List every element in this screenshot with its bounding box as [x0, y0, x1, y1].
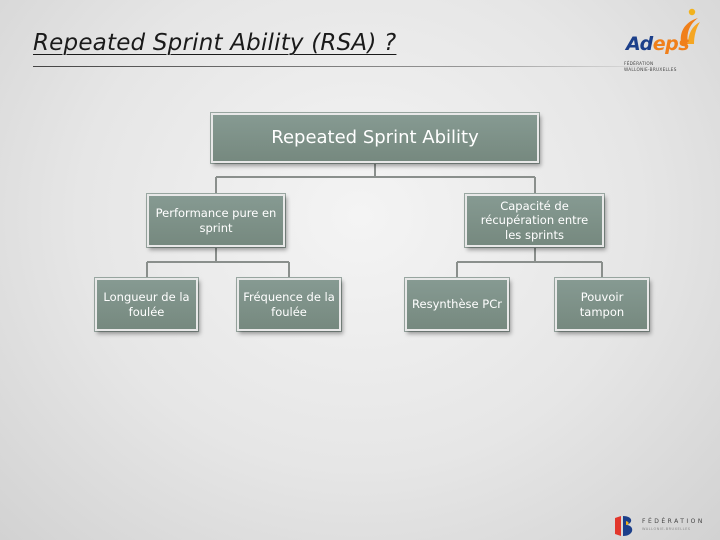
federation-mark-icon: [615, 516, 633, 536]
node-capacite-recuperation: Capacité de récupération entre les sprin…: [465, 194, 604, 247]
node-longueur-foulee: Longueur de la foulée: [95, 278, 198, 331]
node-resynthese-pcr: Resynthèse PCr: [405, 278, 509, 331]
node-frequence-foulee: Fréquence de la foulée: [237, 278, 341, 331]
node-pouvoir-tampon: Pouvoir tampon: [555, 278, 649, 331]
adeps-wordmark: Adeps: [626, 33, 690, 55]
slide-title: Repeated Sprint Ability (RSA) ?: [33, 30, 397, 56]
adeps-logo: Adeps FÉDÉRATION WALLONIE-BRUXELLES: [622, 6, 708, 72]
adeps-subline-2: WALLONIE-BRUXELLES: [624, 67, 677, 72]
adeps-subline-1: FÉDÉRATION: [624, 61, 654, 66]
title-rule: [33, 66, 663, 67]
node-root: Repeated Sprint Ability: [211, 113, 539, 163]
federation-line-2: WALLONIE-BRUXELLES: [642, 527, 691, 531]
federation-logo: FÉDÉRATION WALLONIE-BRUXELLES: [612, 514, 712, 538]
node-performance-sprint: Performance pure en sprint: [147, 194, 285, 247]
adeps-logo-figure-icon: [680, 8, 700, 46]
federation-line-1: FÉDÉRATION: [642, 518, 705, 525]
